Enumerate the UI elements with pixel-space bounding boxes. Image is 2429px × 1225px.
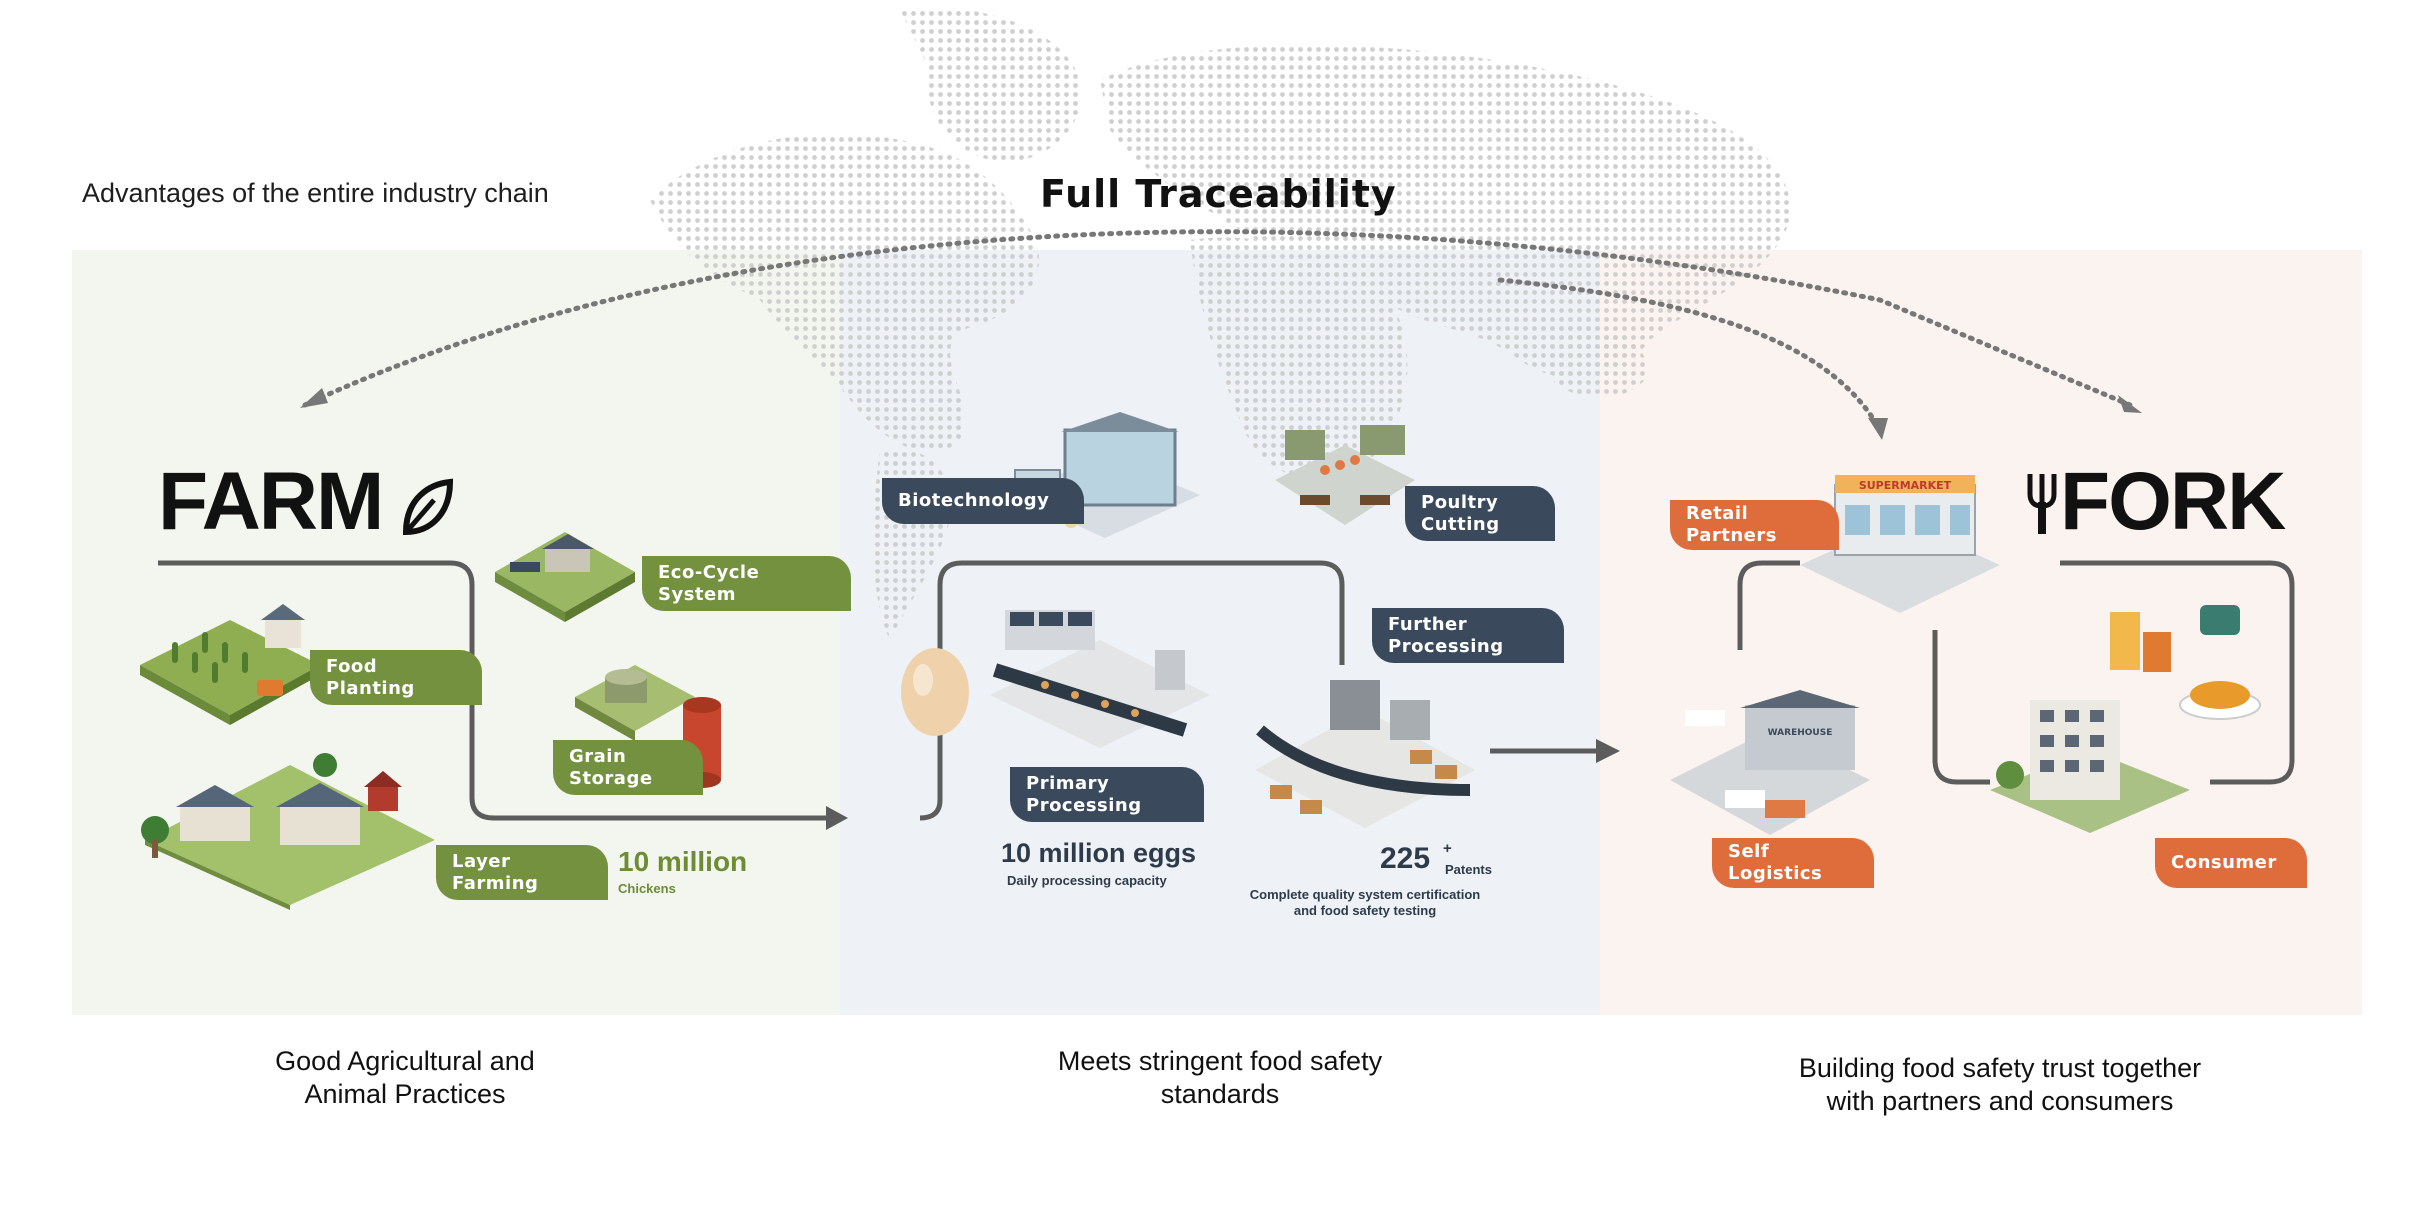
chickens-value: 10 million: [618, 846, 748, 877]
tag-food-planting-label: Food Planting: [326, 655, 415, 699]
patents-sup: +: [1443, 840, 1452, 857]
farm-heading: FARM: [158, 456, 384, 547]
chickens-label: Chickens: [618, 881, 676, 896]
tag-food-planting: Food Planting: [310, 650, 482, 705]
leaf-icon: [402, 478, 454, 536]
tag-grain-storage: Grain Storage: [553, 740, 703, 795]
further-processing-illustration: [1255, 680, 1475, 828]
fork-caption: Building food safety trust together with…: [1798, 1053, 2202, 1116]
food-planting-illustration: [140, 604, 320, 725]
patents-description: Complete quality system certification an…: [1249, 887, 1481, 918]
tag-retail-partners-label: Retail Partners: [1686, 503, 1777, 546]
tag-primary-processing-label: Primary Processing: [1026, 772, 1142, 816]
tag-layer-farming: Layer Farming: [436, 845, 608, 900]
tag-retail-partners: Retail Partners: [1670, 500, 1839, 550]
egg-illustration: [901, 648, 969, 736]
tag-poultry-cutting: Poultry Cutting: [1405, 486, 1555, 541]
warehouse-illustration: WAREHOUSE: [1670, 690, 1870, 835]
tag-further-processing-label: Further Processing: [1388, 613, 1504, 657]
poultry-cutting-illustration: [1275, 425, 1415, 525]
tag-consumer-label: Consumer: [2171, 852, 2277, 873]
tag-biotechnology-label: Biotechnology: [898, 490, 1050, 511]
layer-farming-illustration: [141, 753, 435, 910]
warehouse-sign: WAREHOUSE: [1768, 728, 1833, 738]
tag-layer-farming-label: Layer Farming: [452, 850, 539, 894]
eggs-value: 10 million eggs: [1001, 838, 1197, 868]
page-title: Full Traceability: [1040, 172, 1397, 216]
consumer-building-illustration: [1990, 700, 2190, 833]
eco-cycle-illustration: [495, 532, 635, 622]
subtitle: Advantages of the entire industry chain: [82, 178, 549, 208]
fork-icon: [2027, 474, 2057, 534]
supermarket-sign: SUPERMARKET: [1859, 479, 1952, 492]
tag-self-logistics-label: Self Logistics: [1728, 841, 1823, 884]
tag-self-logistics: Self Logistics: [1712, 838, 1874, 888]
food-products-illustration: [2110, 605, 2261, 720]
supermarket-illustration: SUPERMARKET: [1800, 475, 2000, 613]
tag-eco-cycle-system: Eco-Cycle System: [642, 556, 851, 611]
tag-grain-storage-label: Grain Storage: [569, 745, 653, 789]
tag-consumer: Consumer: [2155, 838, 2307, 888]
eggs-label: Daily processing capacity: [1007, 873, 1167, 888]
fork-heading: FORK: [2060, 456, 2286, 547]
tag-eco-cycle-label: Eco-Cycle System: [658, 561, 760, 605]
tag-poultry-cutting-label: Poultry Cutting: [1421, 491, 1500, 535]
tag-biotechnology: Biotechnology: [882, 478, 1084, 524]
patents-unit: Patents: [1445, 862, 1492, 877]
farm-caption: Good Agricultural and Animal Practices: [275, 1046, 535, 1109]
processing-caption: Meets stringent food safety standards: [1057, 1046, 1383, 1109]
patents-value: 225: [1380, 842, 1431, 875]
tag-primary-processing: Primary Processing: [1010, 767, 1204, 822]
primary-processing-illustration: [990, 610, 1210, 748]
tag-further-processing: Further Processing: [1372, 608, 1564, 663]
